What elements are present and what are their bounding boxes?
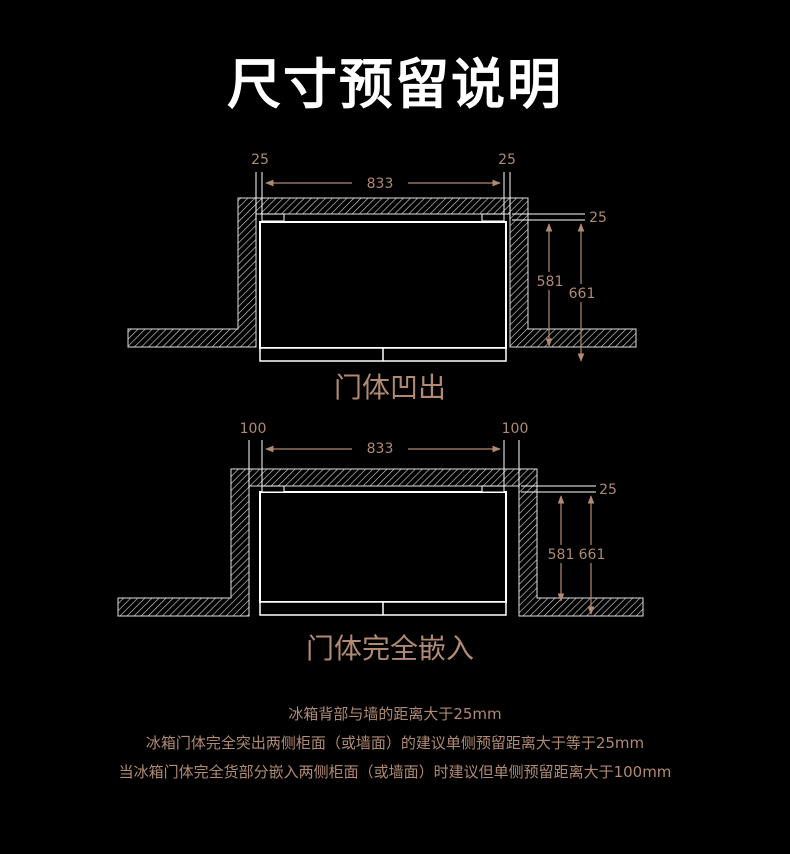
diagram-door-protruding: 25 25 833 25 581 661 门体凹出 xyxy=(127,152,637,404)
note-line: 冰箱背部与墙的距离大于25mm xyxy=(288,705,502,723)
depth-body-label: 581 xyxy=(537,274,564,290)
depth-total-label: 661 xyxy=(579,547,606,563)
note-line: 冰箱门体完全突出两侧柜面（或墙面）的建议单侧预留距离大于等于25mm xyxy=(145,734,645,752)
right-gap-label: 25 xyxy=(498,152,516,168)
installation-notes: 冰箱背部与墙的距离大于25mm 冰箱门体完全突出两侧柜面（或墙面）的建议单侧预留… xyxy=(0,700,790,787)
top-gap-label: 25 xyxy=(589,210,607,226)
fridge-body xyxy=(259,491,507,603)
width-label: 833 xyxy=(367,441,394,457)
page-title: 尺寸预留说明 xyxy=(227,53,563,116)
depth-body-label: 581 xyxy=(548,547,575,563)
width-label: 833 xyxy=(367,176,394,192)
caption-door-protruding: 门体凹出 xyxy=(334,371,446,404)
cabinet-wall xyxy=(127,197,637,348)
depth-total-label: 661 xyxy=(569,286,596,302)
left-gap-label: 25 xyxy=(251,152,269,168)
top-gap-label: 25 xyxy=(599,482,617,498)
installation-diagrams: 25 25 833 25 581 661 门体凹出 xyxy=(117,152,644,665)
diagram-door-embedded: 100 100 833 25 581 661 门体完全嵌入 xyxy=(117,421,644,665)
fridge-body xyxy=(259,221,507,349)
note-line: 当冰箱门体完全货部分嵌入两侧柜面（或墙面）时建议但单侧预留距离大于100mm xyxy=(118,763,672,781)
caption-door-embedded: 门体完全嵌入 xyxy=(306,632,474,665)
right-gap-label: 100 xyxy=(502,421,529,437)
left-gap-label: 100 xyxy=(240,421,267,437)
